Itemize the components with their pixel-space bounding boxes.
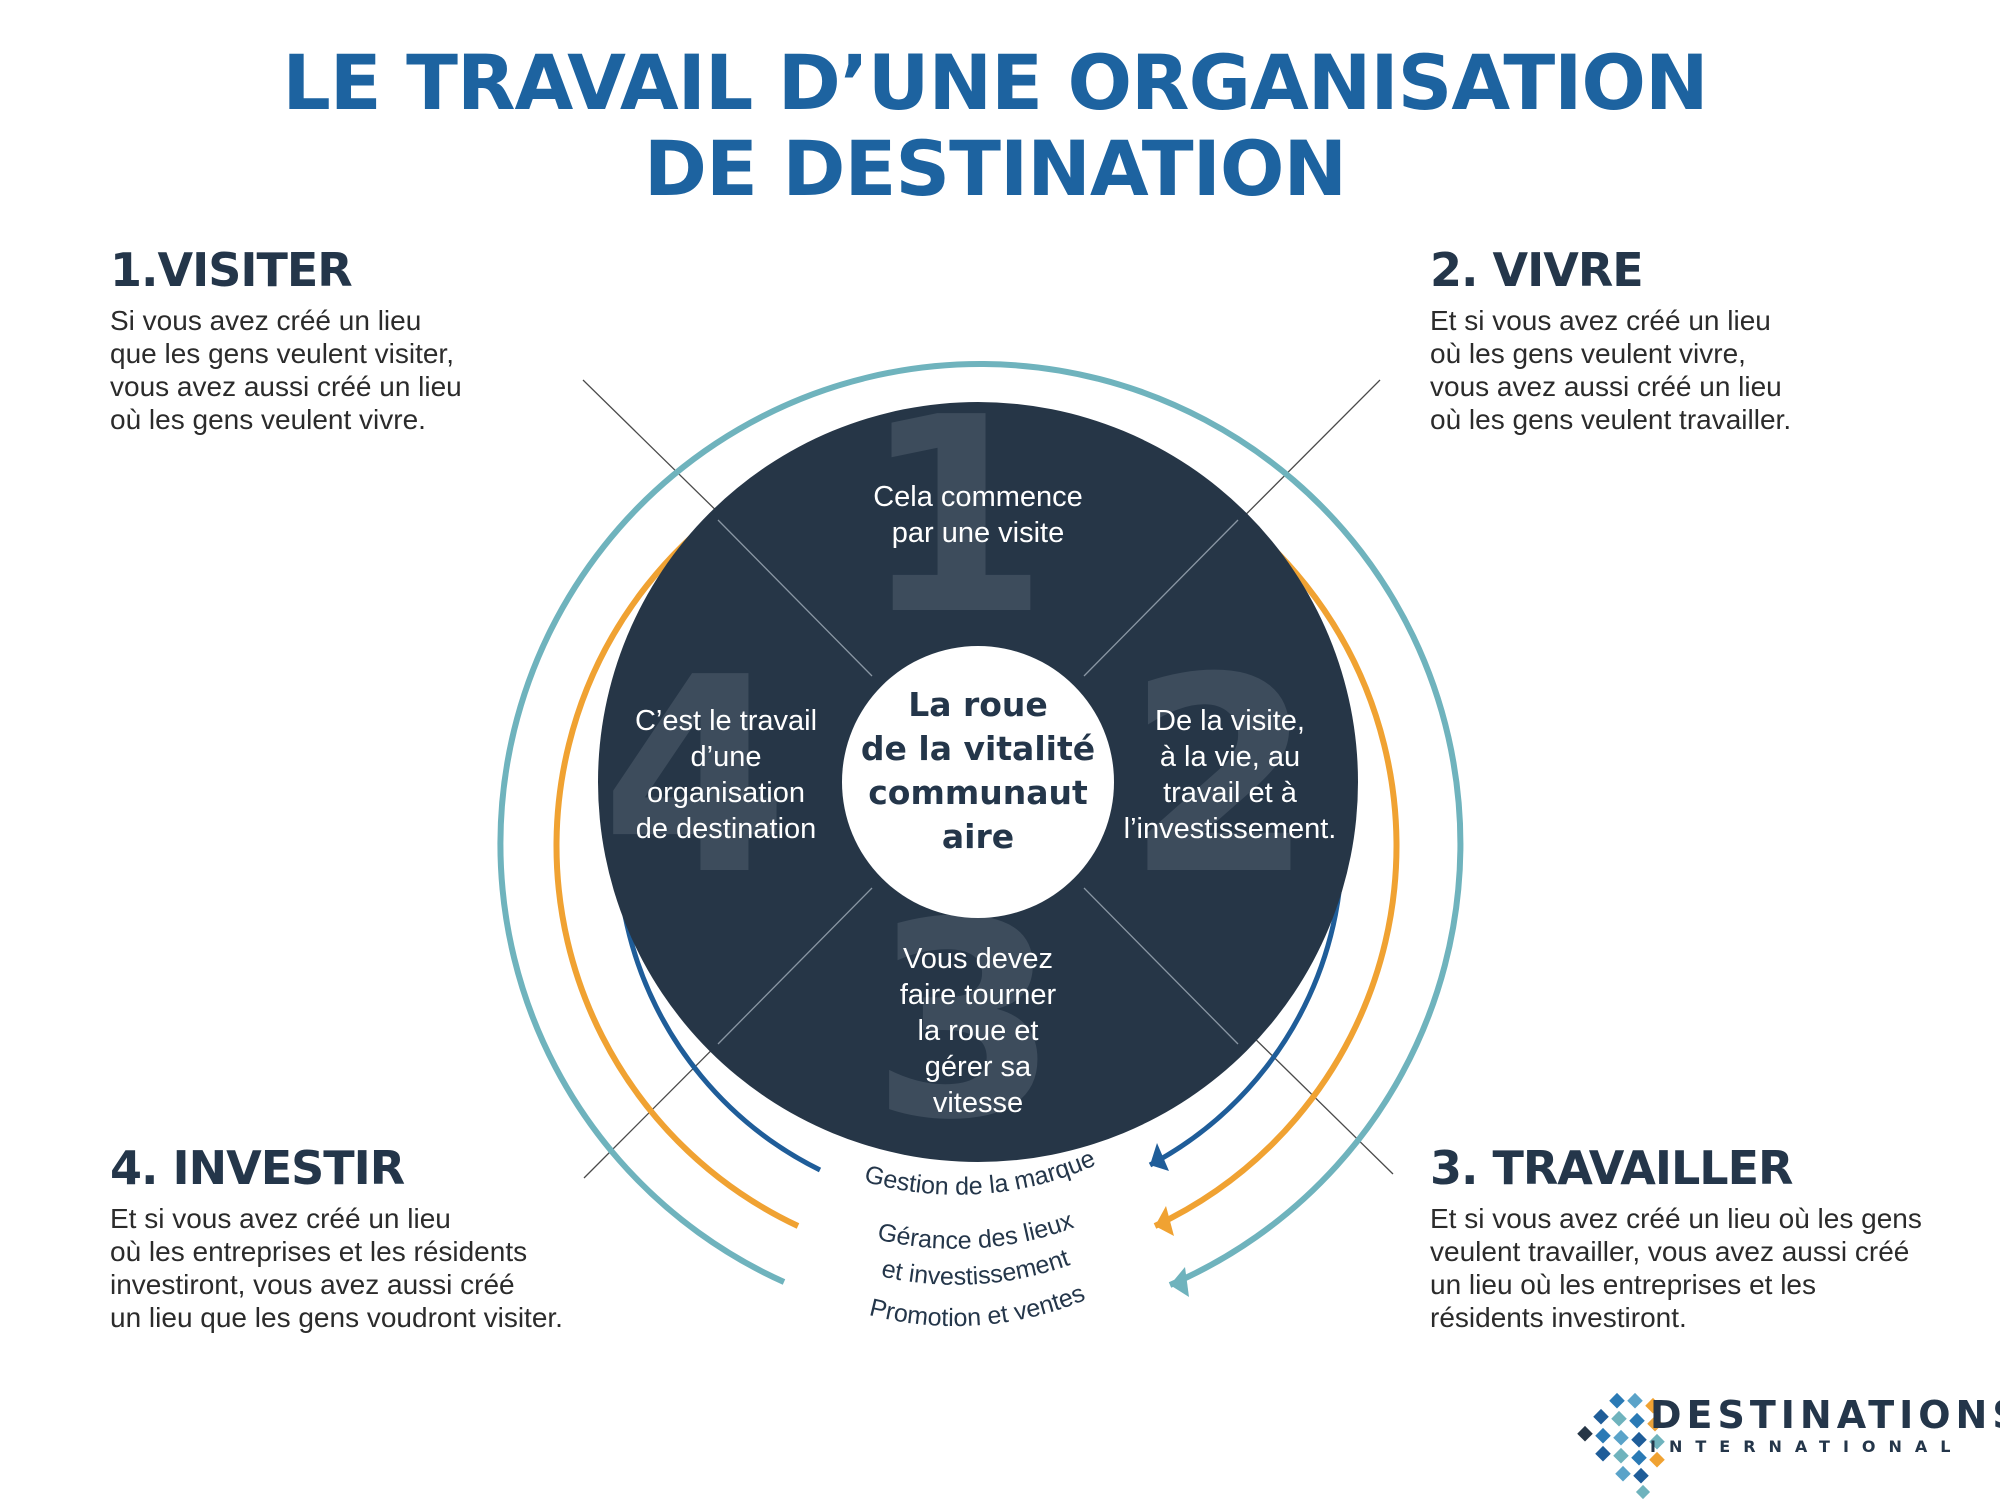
center-label-line: La roue (908, 685, 1048, 724)
segment-top-line: Cela commence (873, 481, 1083, 513)
corner-investir: 4. INVESTIR Et si vous avez créé un lieu… (110, 1140, 670, 1334)
corner-text-line: où les entreprises et les résidents (110, 1236, 528, 1267)
destinations-logo-icon (1577, 1392, 1665, 1500)
logo-subtitle: INTERNATIONAL (1650, 1437, 1964, 1456)
corner-text-line: où les gens veulent vivre, (1430, 338, 1746, 369)
big-number-1: 1 (861, 359, 1049, 674)
segment-left-line: de destination (636, 813, 817, 845)
center-hub (842, 646, 1114, 918)
corner-text-line: Et si vous avez créé un lieu où les gens (1430, 1203, 1922, 1234)
segment-right-line: l’investissement. (1124, 813, 1337, 845)
outer-ring-arrowhead-icon (1170, 1267, 1189, 1297)
outer-ring-arc (497, 361, 1464, 1288)
wheel-spokes (717, 519, 1239, 1045)
corner-text-line: Si vous avez créé un lieu (110, 305, 422, 336)
segment-bottom-line: gérer sa (925, 1051, 1032, 1083)
spoke-line (1083, 519, 1239, 677)
big-number-2: 2 (1126, 619, 1314, 934)
ring-label-middle-1: Gérance des lieux (875, 1206, 1077, 1255)
middle-ring-arrowhead-icon (1155, 1206, 1174, 1236)
corner-heading: 1.VISITER (110, 243, 353, 297)
inner-ring-arrowhead-icon (1150, 1143, 1169, 1171)
big-number-4: 4 (601, 619, 789, 934)
corner-text: Et si vous avez créé un lieu où les gens… (1430, 1202, 1990, 1334)
segment-top-line: par une visite (892, 517, 1065, 549)
page-title: LE TRAVAIL D’UNE ORGANISATION DE DESTINA… (0, 40, 1990, 212)
segment-right-line: travail et à (1163, 777, 1298, 809)
spoke-line (717, 887, 873, 1045)
segment-bottom-line: Vous devez (903, 943, 1053, 975)
segment-left-line: C’est le travail (635, 705, 817, 737)
corner-heading: 2. VIVRE (1430, 243, 1644, 297)
ring-labels: Gestion de la marque Gérance des lieux e… (862, 1144, 1100, 1332)
spoke-line (1083, 887, 1239, 1045)
center-label-line: de la vitalité (861, 729, 1095, 768)
segment-right-line: à la vie, au (1160, 741, 1300, 773)
segment-bottom-line: vitesse (933, 1087, 1023, 1119)
corner-heading: 3. TRAVAILLER (1430, 1141, 1793, 1195)
corner-text-line: Et si vous avez créé un lieu (1430, 305, 1771, 336)
big-numbers: 1 2 3 4 (601, 359, 1314, 1179)
corner-heading: 4. INVESTIR (110, 1141, 405, 1195)
title-line-1: LE TRAVAIL D’UNE ORGANISATION (282, 38, 1708, 127)
segment-bottom-line: la roue et (918, 1015, 1039, 1047)
segment-bottom-line: faire tourner (900, 979, 1057, 1011)
corner-text-line: où les gens veulent travailler. (1430, 404, 1792, 435)
corner-text-line: Et si vous avez créé un lieu (110, 1203, 451, 1234)
center-label-line: aire (942, 817, 1014, 856)
logo-name: DESTINATIONS (1650, 1393, 2000, 1437)
corner-text-line: résidents investiront. (1430, 1302, 1687, 1333)
corner-text: Si vous avez créé un lieu que les gens v… (110, 304, 670, 436)
segment-right-line: De la visite, (1155, 705, 1305, 737)
corner-text-line: un lieu où les entreprises et les (1430, 1269, 1816, 1300)
ring-label-middle-text: Gérance des lieux (875, 1206, 1077, 1255)
corner-text: Et si vous avez créé un lieu où les entr… (110, 1202, 670, 1334)
corner-travailler: 3. TRAVAILLER Et si vous avez créé un li… (1430, 1140, 1990, 1334)
corner-vivre: 2. VIVRE Et si vous avez créé un lieu où… (1430, 242, 1990, 436)
corner-text-line: où les gens veulent vivre. (110, 404, 426, 435)
center-label-line: communaut (868, 773, 1088, 812)
corner-text-line: vous avez aussi créé un lieu (110, 371, 462, 402)
corner-text-line: un lieu que les gens voudront visiter. (110, 1302, 563, 1333)
corner-text-line: que les gens veulent visiter, (110, 338, 454, 369)
center-label: La roue de la vitalité communaut aire (861, 685, 1095, 856)
destinations-logo: DESTINATIONS INTERNATIONAL (1650, 1393, 2000, 1457)
title-line-2: DE DESTINATION (643, 124, 1347, 213)
segment-left-line: d’une (691, 741, 762, 773)
corner-text-line: veulent travailler, vous avez aussi créé (1430, 1236, 1910, 1267)
corner-text-line: vous avez aussi créé un lieu (1430, 371, 1782, 402)
spoke-line (717, 519, 873, 677)
corner-visiter: 1.VISITER Si vous avez créé un lieu que … (110, 242, 670, 436)
corner-text: Et si vous avez créé un lieu où les gens… (1430, 304, 1990, 436)
segment-texts: Cela commence par une visite De la visit… (635, 481, 1336, 1119)
corner-text-line: investiront, vous avez aussi créé (110, 1269, 515, 1300)
segment-left-line: organisation (647, 777, 805, 809)
